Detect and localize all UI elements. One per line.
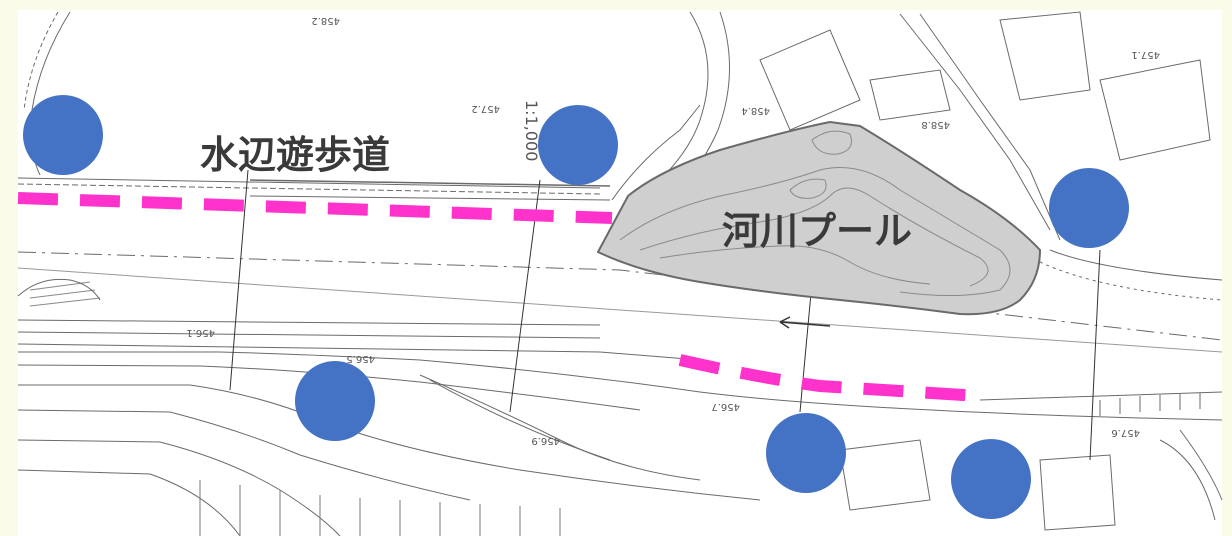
viewpoint-marker bbox=[538, 105, 618, 185]
promenade-route-upper bbox=[17, 192, 613, 224]
elevation-mark: 456.7 bbox=[711, 401, 740, 412]
viewpoint-marker bbox=[766, 413, 846, 493]
promenade-route-lower bbox=[678, 354, 981, 402]
map-paper bbox=[18, 10, 1222, 536]
elevation-mark: 456.5 bbox=[346, 353, 375, 364]
elevation-mark: 457.1 bbox=[1131, 49, 1160, 60]
scale-label: 1:1,000 bbox=[522, 100, 541, 161]
viewpoint-markers bbox=[23, 95, 1129, 519]
elevation-mark: 458.4 bbox=[741, 105, 770, 116]
topographic-linework bbox=[17, 11, 1223, 536]
viewpoint-marker bbox=[951, 439, 1031, 519]
river-pool-label: 河川プール bbox=[722, 209, 912, 253]
viewpoint-marker bbox=[1049, 168, 1129, 248]
elevation-mark: 457.2 bbox=[471, 103, 500, 114]
river-pool-area bbox=[596, 120, 1042, 316]
promenade-label: 水辺遊歩道 bbox=[200, 133, 390, 177]
elevation-mark: 458.2 bbox=[311, 15, 340, 26]
promenade-route bbox=[17, 192, 981, 402]
elevation-mark: 456.9 bbox=[531, 435, 560, 446]
elevation-mark: 456.1 bbox=[186, 327, 215, 338]
elevation-mark: 458.8 bbox=[921, 119, 950, 130]
viewpoint-marker bbox=[23, 95, 103, 175]
elevation-labels: 457.2 458.4 458.8 456.1 456.5 456.7 457.… bbox=[186, 15, 1160, 446]
elevation-mark: 457.6 bbox=[1111, 427, 1140, 438]
viewpoint-marker bbox=[295, 361, 375, 441]
